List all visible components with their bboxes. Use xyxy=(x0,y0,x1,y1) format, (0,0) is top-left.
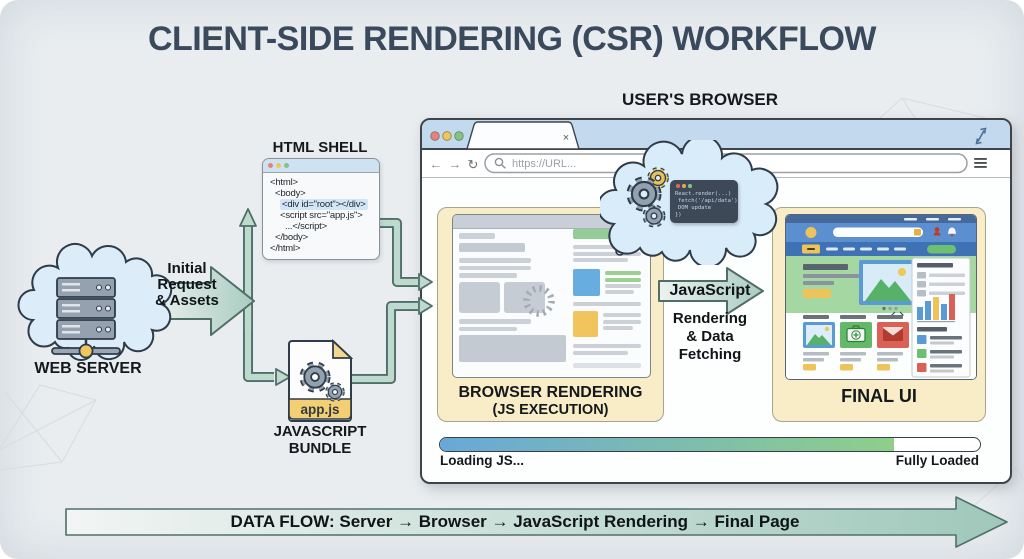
js-bundle-label: JAVASCRIPT BUNDLE xyxy=(273,423,367,457)
window-close-dot[interactable] xyxy=(430,131,440,141)
yellow-dot-icon xyxy=(276,163,281,168)
appjs-name-band xyxy=(288,398,352,420)
menu-icon[interactable] xyxy=(974,158,987,168)
orange-dot-icon xyxy=(682,184,686,188)
appjs-file-icon xyxy=(288,338,354,422)
progress-fill xyxy=(440,438,894,451)
page-title: CLIENT-SIDE RENDERING (CSR) WORKFLOW xyxy=(147,20,877,58)
final-ui-panel: FINAL UI xyxy=(772,207,986,422)
browser-tab[interactable] xyxy=(466,121,580,150)
wireframe-header xyxy=(453,215,650,229)
final-ui-label: FINAL UI xyxy=(841,386,917,406)
red-dot-icon xyxy=(268,163,273,168)
html-shell-code: <html> <body> <div id="root"></div> <scr… xyxy=(270,177,368,254)
browser-rendering-label-line2: (JS EXECUTION) xyxy=(492,402,609,418)
green-dot-icon xyxy=(284,163,289,168)
gear-icon xyxy=(626,176,662,212)
sidebar-widget xyxy=(911,257,971,378)
window-minimize-dot[interactable] xyxy=(442,131,452,141)
back-icon[interactable]: ← xyxy=(430,157,443,172)
js-arrow-sublabel: Rendering & Data Fetching xyxy=(672,310,748,363)
data-flow-banner-label: DATA FLOW: Server → Browser → JavaScript… xyxy=(230,512,800,531)
js-arrow-label: JavaScript xyxy=(669,282,751,299)
appjs-file-name: app.js xyxy=(300,402,340,417)
window-expand-icon[interactable] xyxy=(975,127,987,145)
web-server-icon xyxy=(17,243,173,361)
js-code-panel: React.render(...) fetch('/api/data') DOM… xyxy=(670,180,738,223)
forward-icon[interactable]: → xyxy=(449,157,462,172)
gear-icon xyxy=(325,382,345,402)
web-server-label: WEB SERVER xyxy=(34,360,142,377)
users-browser-label: USER'S BROWSER xyxy=(621,90,779,109)
html-shell-window: <html> <body> <div id="root"></div> <scr… xyxy=(262,158,380,260)
html-shell-titlebar xyxy=(263,159,379,173)
loading-spinner-icon xyxy=(523,285,555,317)
mock-search-bar xyxy=(833,227,923,237)
gear-icon xyxy=(299,361,331,393)
window-maximize-dot[interactable] xyxy=(454,131,464,141)
wireframe-green-button xyxy=(573,229,611,239)
html-shell-label: HTML SHELL xyxy=(272,139,368,156)
search-icon xyxy=(494,157,506,169)
reload-icon[interactable]: ↻ xyxy=(468,157,479,172)
green-dot-icon xyxy=(688,184,692,188)
server-rack xyxy=(51,277,121,359)
initial-request-label: Initial Request & Assets xyxy=(155,260,219,309)
url-text: https://URL... xyxy=(512,158,576,170)
user-icon xyxy=(933,227,941,236)
mock-cta-button xyxy=(927,245,956,254)
card-envelope xyxy=(877,322,909,348)
wireframe-yellow-block xyxy=(573,311,598,337)
server-node-dot xyxy=(78,343,94,359)
red-dot-icon xyxy=(676,184,680,188)
wireframe-blue-block xyxy=(573,269,600,296)
progress-bar xyxy=(439,437,981,452)
hero-image xyxy=(859,260,917,305)
tab-close-icon[interactable]: × xyxy=(563,132,569,144)
page-fold xyxy=(332,338,354,359)
card-firstaid xyxy=(840,322,872,348)
avatar xyxy=(805,227,817,238)
js-code-lines: React.render(...) fetch('/api/data') DOM… xyxy=(675,191,738,218)
final-ui-mock xyxy=(785,214,977,380)
browser-rendering-label-line1: BROWSER RENDERING xyxy=(458,384,643,401)
gear-icon xyxy=(642,204,666,228)
progress-left-label: Loading JS... xyxy=(440,453,525,468)
bell-icon xyxy=(947,227,957,237)
progress-right-label: Fully Loaded xyxy=(895,453,979,468)
card-image xyxy=(803,322,835,348)
mini-bar-chart xyxy=(917,294,955,323)
